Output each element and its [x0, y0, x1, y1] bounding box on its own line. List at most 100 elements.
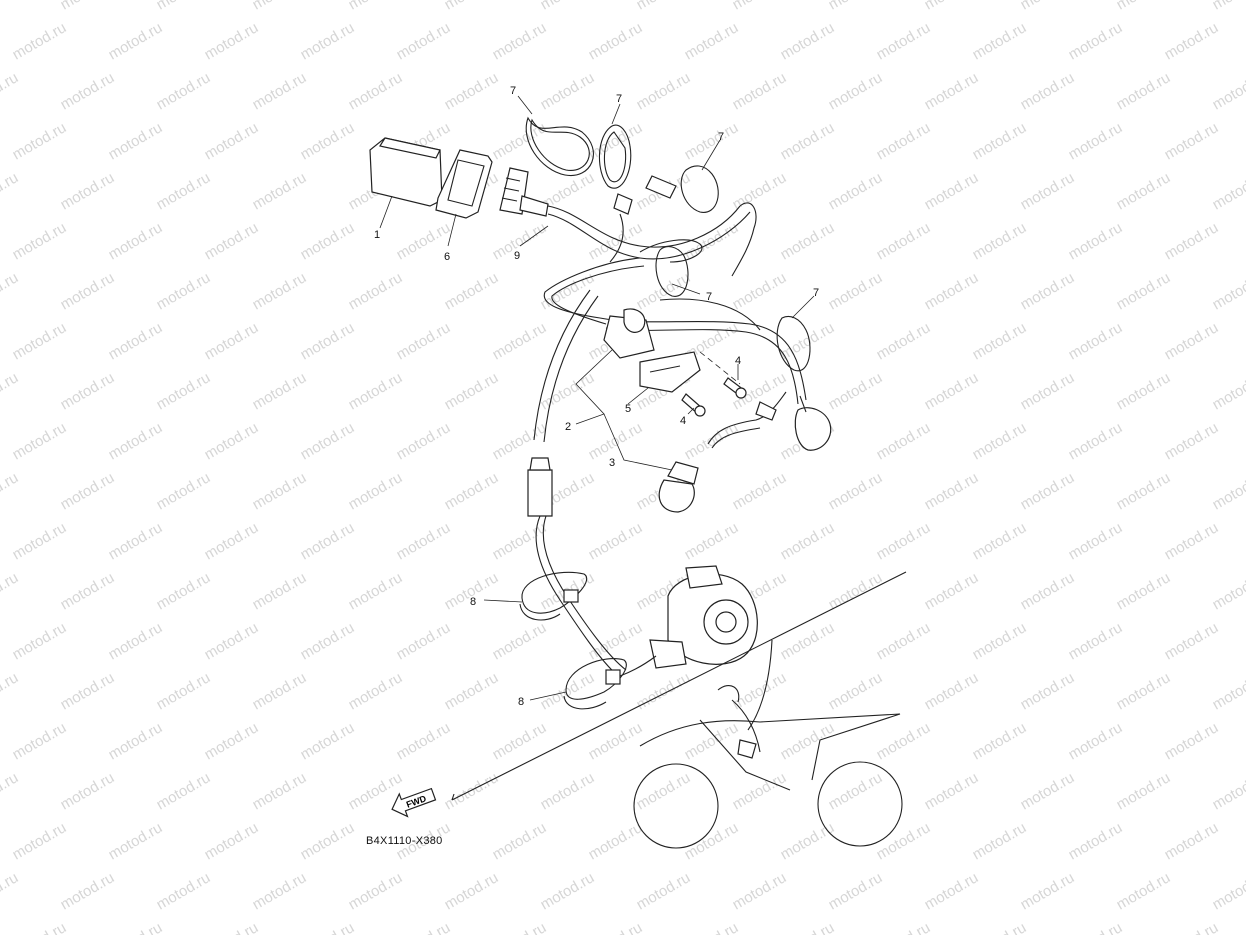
- watermark-text: motod.ru: [202, 419, 262, 463]
- watermark-text: motod.ru: [730, 269, 790, 313]
- watermark-text: motod.ru: [58, 269, 118, 313]
- callout-8-upper: 8: [470, 596, 476, 608]
- watermark-text: motod.ru: [634, 869, 694, 913]
- watermark-text: motod.ru: [1018, 69, 1078, 113]
- watermark-text: motod.ru: [346, 869, 406, 913]
- bracket-part: [639, 351, 701, 393]
- watermark-text: motod.ru: [682, 819, 742, 863]
- watermark-text: motod.ru: [0, 169, 21, 213]
- watermark-text: motod.ru: [874, 819, 934, 863]
- watermark-text: motod.ru: [1114, 0, 1174, 13]
- watermark-text: motod.ru: [922, 169, 982, 213]
- callout-7-a: 7: [510, 85, 516, 97]
- watermark-text: motod.ru: [58, 469, 118, 513]
- watermark-text: motod.ru: [202, 919, 262, 935]
- watermark-text: motod.ru: [298, 219, 358, 263]
- diagram-code: B4X1110-X380: [366, 835, 443, 847]
- watermark-text: motod.ru: [730, 469, 790, 513]
- watermark-text: motod.ru: [1210, 869, 1246, 913]
- watermark-text: motod.ru: [682, 519, 742, 563]
- watermark-text: motod.ru: [970, 319, 1030, 363]
- connector-plug-part: [499, 167, 549, 217]
- watermark-text: motod.ru: [154, 469, 214, 513]
- watermark-text: motod.ru: [970, 119, 1030, 163]
- watermark-text: motod.ru: [1162, 419, 1222, 463]
- watermark-text: motod.ru: [826, 569, 886, 613]
- callout-7-c: 7: [718, 131, 724, 143]
- motorcycle-locator-part: [633, 639, 903, 849]
- watermark-text: motod.ru: [922, 769, 982, 813]
- watermark-text: motod.ru: [1018, 369, 1078, 413]
- watermark-text: motod.ru: [10, 519, 70, 563]
- watermark-text: motod.ru: [490, 419, 550, 463]
- watermark-text: motod.ru: [442, 369, 502, 413]
- watermark-text: motod.ru: [298, 519, 358, 563]
- watermark-text: motod.ru: [778, 619, 838, 663]
- watermark-text: motod.ru: [202, 719, 262, 763]
- watermark-text: motod.ru: [490, 919, 550, 935]
- watermark-text: motod.ru: [202, 519, 262, 563]
- watermark-text: motod.ru: [874, 219, 934, 263]
- watermark-text: motod.ru: [970, 619, 1030, 663]
- watermark-text: motod.ru: [1162, 819, 1222, 863]
- watermark-text: motod.ru: [538, 69, 598, 113]
- watermark-text: motod.ru: [1162, 919, 1222, 935]
- watermark-text: motod.ru: [442, 69, 502, 113]
- watermark-text: motod.ru: [58, 0, 118, 13]
- watermark-text: motod.ru: [970, 519, 1030, 563]
- watermark-text: motod.ru: [586, 19, 646, 63]
- watermark-text: motod.ru: [1066, 719, 1126, 763]
- watermark-text: motod.ru: [922, 0, 982, 13]
- watermark-text: motod.ru: [298, 619, 358, 663]
- watermark-text: motod.ru: [1066, 219, 1126, 263]
- watermark-text: motod.ru: [634, 769, 694, 813]
- watermark-text: motod.ru: [922, 569, 982, 613]
- watermark-text: motod.ru: [730, 769, 790, 813]
- watermark-text: motod.ru: [106, 419, 166, 463]
- band-part-lower: [563, 658, 627, 710]
- callout-4-lower: 4: [680, 415, 686, 427]
- watermark-text: motod.ru: [874, 619, 934, 663]
- band-part-upper: [519, 571, 587, 621]
- watermark-text: motod.ru: [1066, 519, 1126, 563]
- watermark-text: motod.ru: [778, 119, 838, 163]
- watermark-text: motod.ru: [778, 519, 838, 563]
- watermark-text: motod.ru: [826, 869, 886, 913]
- spark-plug-cap-part: [658, 391, 787, 513]
- leader-lines: [379, 95, 815, 701]
- watermark-text: motod.ru: [394, 19, 454, 63]
- watermark-text: motod.ru: [1018, 269, 1078, 313]
- watermark-text: motod.ru: [0, 469, 21, 513]
- watermark-text: motod.ru: [298, 719, 358, 763]
- watermark-text: motod.ru: [682, 19, 742, 63]
- watermark-text: motod.ru: [538, 669, 598, 713]
- watermark-text: motod.ru: [10, 919, 70, 935]
- watermark-text: motod.ru: [538, 0, 598, 13]
- watermark-text: motod.ru: [970, 819, 1030, 863]
- callout-4-upper: 4: [735, 355, 741, 367]
- watermark-text: motod.ru: [490, 519, 550, 563]
- watermark-text: motod.ru: [586, 419, 646, 463]
- watermark-text: motod.ru: [1210, 569, 1246, 613]
- watermark-text: motod.ru: [826, 0, 886, 13]
- watermark-text: motod.ru: [1162, 619, 1222, 663]
- watermark-text: motod.ru: [634, 69, 694, 113]
- watermark-text: motod.ru: [490, 19, 550, 63]
- watermark-text: motod.ru: [586, 619, 646, 663]
- watermark-text: motod.ru: [298, 819, 358, 863]
- watermark-text: motod.ru: [1018, 669, 1078, 713]
- watermark-text: motod.ru: [58, 369, 118, 413]
- watermark-text: motod.ru: [1018, 0, 1078, 13]
- watermark-text: motod.ru: [0, 669, 21, 713]
- watermark-text: motod.ru: [1162, 719, 1222, 763]
- watermark-text: motod.ru: [154, 269, 214, 313]
- watermark-text: motod.ru: [250, 769, 310, 813]
- watermark-text: motod.ru: [106, 919, 166, 935]
- watermark-text: motod.ru: [58, 569, 118, 613]
- watermark-text: motod.ru: [250, 0, 310, 13]
- watermark-text: motod.ru: [1162, 519, 1222, 563]
- watermark-text: motod.ru: [0, 269, 21, 313]
- watermark-text: motod.ru: [970, 219, 1030, 263]
